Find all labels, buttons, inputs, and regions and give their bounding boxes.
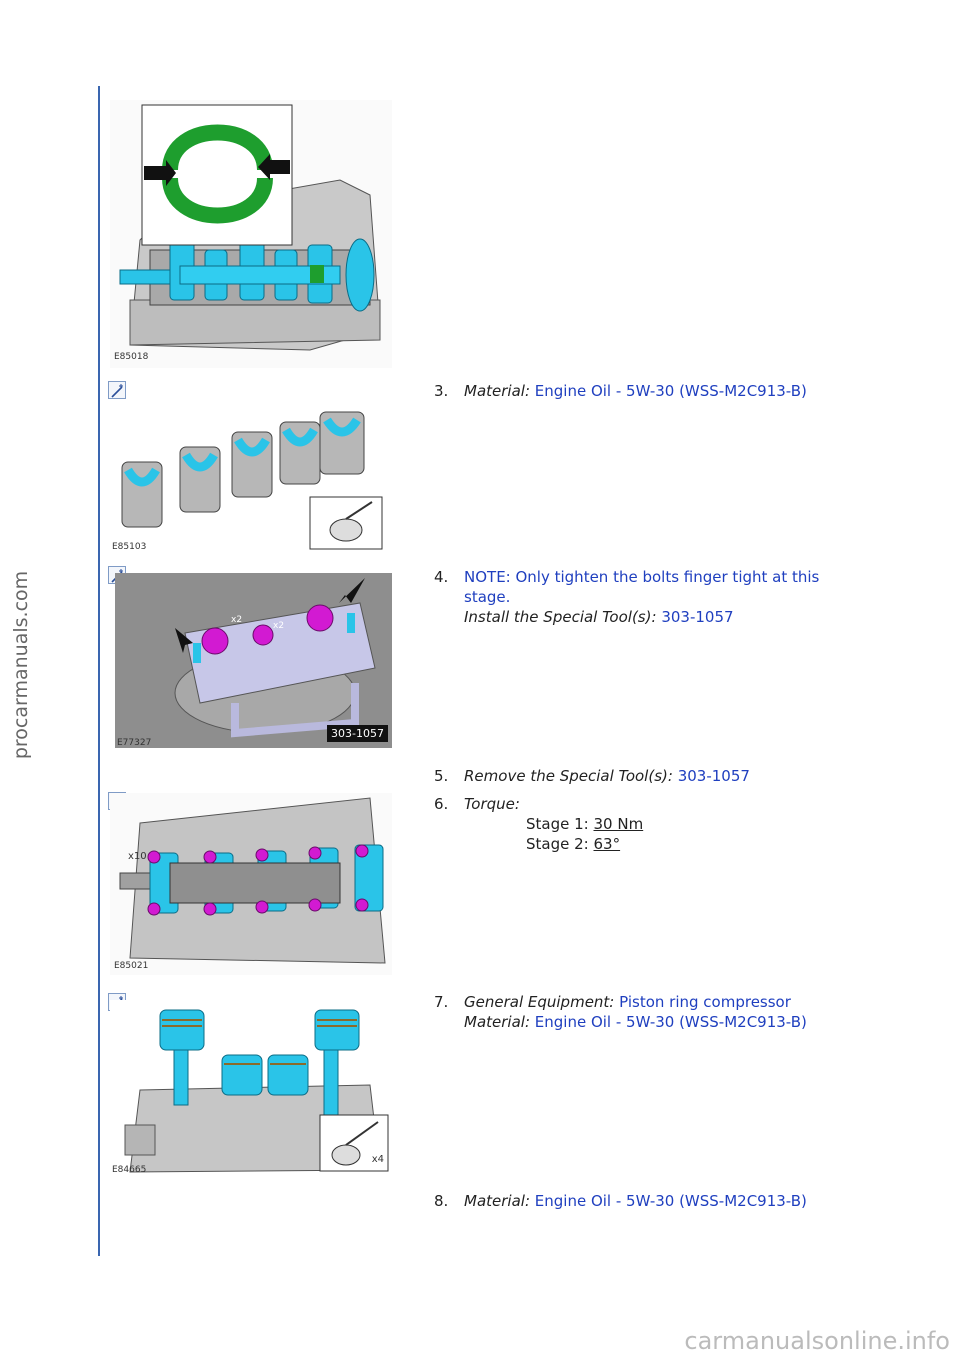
torque-stage-1: Stage 1: 30 Nm <box>526 815 644 833</box>
note-text: NOTE: Only tighten the bolts finger tigh… <box>464 568 820 606</box>
figure-id: E85018 <box>114 352 149 362</box>
figure-special-tool-303-1057[interactable]: 303-1057 x2 x2 E77327 <box>115 573 392 748</box>
figure-main-bearing-caps-torque[interactable]: x10 E85021 <box>110 793 392 975</box>
x2-callout: x2 <box>231 615 243 625</box>
general-equipment-label: General Equipment: <box>464 993 615 1011</box>
figure-id: E85021 <box>114 961 149 971</box>
watermark-carmanualsonline: carmanualsonline.info <box>684 1327 950 1355</box>
material-label: Material: <box>464 382 530 400</box>
torque-label: Torque: <box>464 795 520 813</box>
left-rule <box>98 86 100 1256</box>
special-tool-illustration <box>115 573 392 748</box>
x2-callout: x2 <box>273 621 285 631</box>
torque-illustration <box>119 797 386 964</box>
torque-stage-1-value: 30 Nm <box>593 815 644 833</box>
tool-number-callout: 303-1057 <box>327 725 388 742</box>
figure-pistons[interactable]: x4 E84665 <box>110 1000 392 1175</box>
material-link[interactable]: Engine Oil - 5W-30 (WSS-M2C913-B) <box>534 382 807 400</box>
torque-stage-2-value: 63° <box>593 835 621 853</box>
material-link[interactable]: Engine Oil - 5W-30 (WSS-M2C913-B) <box>534 1192 807 1210</box>
figure-id: E77327 <box>117 738 152 748</box>
figure-id: E85103 <box>112 542 147 552</box>
material-label: Material: <box>464 1013 530 1031</box>
crankshaft-illustration <box>119 104 381 351</box>
zoom-icon[interactable] <box>108 381 126 399</box>
figure-crankshaft-bearing[interactable]: E85018 <box>110 100 392 368</box>
remove-tool-label: Remove the Special Tool(s): <box>464 767 673 785</box>
equipment-link[interactable]: Piston ring compressor <box>619 993 791 1011</box>
material-label: Material: <box>464 1192 530 1210</box>
bearing-caps-illustration <box>121 411 383 550</box>
x10-callout: x10 <box>128 851 147 862</box>
x4-callout: x4 <box>371 1154 384 1165</box>
figure-bearing-caps[interactable]: E85103 <box>110 402 392 552</box>
material-link[interactable]: Engine Oil - 5W-30 (WSS-M2C913-B) <box>534 1013 807 1031</box>
watermark-procarmanuals: procarmanuals.com <box>10 570 33 760</box>
tool-link[interactable]: 303-1057 <box>677 767 750 785</box>
pistons-illustration <box>124 1009 389 1173</box>
tool-link[interactable]: 303-1057 <box>661 608 734 626</box>
torque-stage-2: Stage 2: 63° <box>526 835 621 853</box>
install-tool-label: Install the Special Tool(s): <box>464 608 657 626</box>
figure-id: E84665 <box>112 1165 147 1175</box>
